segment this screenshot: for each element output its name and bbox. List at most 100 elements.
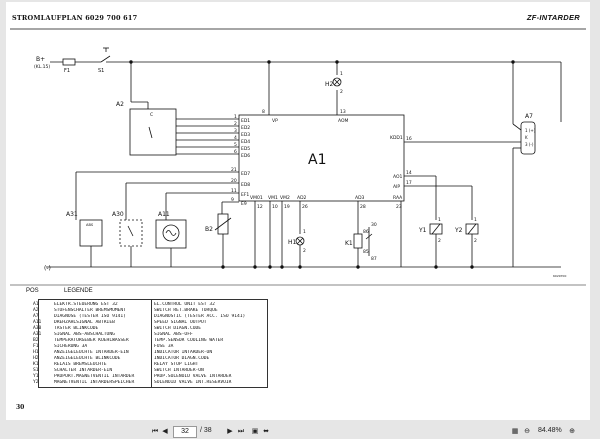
- legend-desc-de: SIGNAL ABS-ABSCHALTUNG: [54, 332, 115, 337]
- y2-pin-1: 1: [474, 217, 477, 223]
- k1-label: K1: [345, 240, 353, 247]
- legend-desc-en: SOLENOID VALVE INT.RESERVOIR: [154, 380, 232, 385]
- k1-pin-85: 85: [363, 249, 369, 255]
- a2-label: A2: [116, 101, 124, 108]
- pin-num-19: 19: [284, 204, 290, 210]
- schematic-page: STROMLAUFPLAN 6029 700 617 ZF-INTARDER: [6, 2, 590, 420]
- page-title: STROMLAUFPLAN 6029 700 617: [12, 14, 138, 22]
- pin-ad3: AD3: [355, 195, 365, 201]
- legend-desc-en: FUSE 3A: [154, 344, 174, 349]
- wiring-diagram: B+ (KL.15) F1 S1 (-) A1 A2 A7 H2 H1 K1 Y…: [10, 28, 586, 286]
- pin-aip: AIP: [393, 184, 400, 190]
- pin-num-17: 17: [406, 180, 412, 186]
- a7-label: A7: [525, 113, 533, 120]
- legend-desc-de: MAGNETVENTIL INTARDERSPEICHER: [54, 380, 135, 385]
- legend-desc-en: SWITCH INTARDER-ON: [154, 368, 204, 373]
- pin-ed2: ED2: [241, 125, 250, 131]
- pin-num-12: 12: [257, 204, 263, 210]
- legend-row: A30 TASTER BLINKCODE SWITCH DIAGN.CODE: [33, 326, 267, 333]
- viewer-toolbar: ⏮ ◀ 32 / 38 ▶ ⏭ ▣ ⬌ ▦ ⊖ 84.48% ⊕: [0, 424, 600, 439]
- legend-desc-de: SCHALTER INTARDER-EIN: [54, 368, 113, 373]
- zoom-out-icon[interactable]: ⊖: [524, 428, 530, 435]
- zoom-in-icon[interactable]: ⊕: [569, 428, 575, 435]
- h1-pin-1: 1: [303, 229, 306, 235]
- pin-vm1: VM1: [268, 195, 278, 201]
- y2-pin-2: 2: [474, 238, 477, 244]
- a2-pin-c: C: [150, 112, 153, 118]
- legend-pos: A1: [33, 302, 39, 307]
- legend-desc-de: ANZEIGELEUCHTE INTARDER-EIN: [54, 350, 129, 355]
- pin-num-5: 5: [234, 142, 237, 148]
- power-sub: (KL.15): [34, 64, 50, 70]
- controller-label: A1: [308, 152, 326, 168]
- pin-num-9: 9: [231, 197, 234, 203]
- pin-ad2: AD2: [297, 195, 307, 201]
- k1-pin-87: 87: [371, 256, 377, 262]
- legend-desc-de: RELAIS BREMSLEUCHTE: [54, 362, 107, 367]
- legend-desc-de: SICHERUNG 3A: [54, 344, 88, 349]
- ground-label: (-): [44, 265, 51, 272]
- prev-page-icon[interactable]: ◀: [162, 428, 168, 435]
- next-page-icon[interactable]: ▶: [227, 428, 233, 435]
- legend-desc-en: RELAY STOP LIGHT: [154, 362, 199, 367]
- pin-ao1: AO1: [393, 174, 403, 180]
- a7-pin-1: 1 (+): [525, 128, 536, 133]
- fit-width-icon[interactable]: ⬌: [263, 428, 269, 435]
- fit-page-icon[interactable]: ▣: [251, 428, 259, 435]
- legend-desc-en: TEMP.SENSOR COOLING WATER: [154, 338, 224, 343]
- brand-logo: ZF-INTARDER: [526, 13, 580, 22]
- pin-ed1: ED1: [241, 118, 250, 124]
- switch-label: S1: [98, 68, 104, 74]
- legend-desc-de: DREHZAHLSIGNAL ABTRIEB: [54, 320, 115, 325]
- legend-desc-en: SWITCH DIAGN.CODE: [154, 326, 202, 331]
- pin-num-26: 26: [302, 204, 308, 210]
- legend-desc-de: PROPORT.MAGNETVENTIL INTARDER: [54, 374, 135, 379]
- legend-pos: Y2: [33, 380, 39, 385]
- legend-pos: A11: [33, 320, 42, 325]
- pin-num-13: 13: [340, 109, 346, 115]
- legend-desc-de: STUFENSCHALTER BREMSMOMENT: [54, 308, 126, 313]
- pin-num-3: 3: [234, 128, 237, 134]
- a31-inner-label: ABS: [86, 223, 94, 227]
- pin-vp: VP: [272, 118, 278, 124]
- legend-desc-en: INDICATOR DIAGN.CODE: [154, 356, 210, 361]
- pin-ed3: ED3: [241, 132, 250, 138]
- a31-label: A31: [66, 211, 78, 218]
- legend-desc-de: TEMPERATURGEBER KUEHLWASSER: [54, 338, 129, 343]
- legend-desc-en: SPEED SIGNAL OUTPUT: [154, 320, 207, 325]
- legend-pos: A31: [33, 332, 42, 337]
- last-page-icon[interactable]: ⏭: [237, 428, 245, 435]
- legend-pos: F1: [33, 344, 39, 349]
- legend-header: LEGENDE: [64, 288, 93, 294]
- page-number-input[interactable]: 32: [173, 426, 197, 438]
- a7-pin-k: K: [525, 135, 528, 140]
- pin-ed4: ED4: [241, 139, 250, 145]
- k1-pin-30: 30: [371, 222, 377, 228]
- pin-num-16: 16: [406, 136, 412, 142]
- legend-desc-de: ANZEIGELEUCHTE BLINKCODE: [54, 356, 121, 361]
- y1-pin-1: 1: [438, 217, 441, 223]
- legend-pos: Y1: [33, 374, 39, 379]
- legend-desc-de: TASTER BLINKCODE: [54, 326, 99, 331]
- first-page-icon[interactable]: ⏮: [151, 428, 159, 435]
- legend-desc-en: EL.CONTROL UNIT EST 32: [154, 302, 215, 307]
- h2-label: H2: [325, 81, 334, 88]
- zoom-level[interactable]: 84.48%: [538, 427, 562, 434]
- thumbnails-icon[interactable]: ▦: [511, 428, 519, 435]
- pin-kdd1: KDD1: [390, 135, 403, 141]
- legend-row: F1 SICHERUNG 3A FUSE 3A: [33, 344, 267, 351]
- pin-vm01: VM01: [250, 195, 263, 201]
- fuse-label: F1: [64, 68, 70, 74]
- legend-pos: A30: [33, 326, 42, 331]
- y1-label: Y1: [418, 227, 427, 234]
- legend-row: A11 DREHZAHLSIGNAL ABTRIEB SPEED SIGNAL OU…: [33, 320, 267, 327]
- legend-desc-en: INDICATOR INTARDER-ON: [154, 350, 213, 355]
